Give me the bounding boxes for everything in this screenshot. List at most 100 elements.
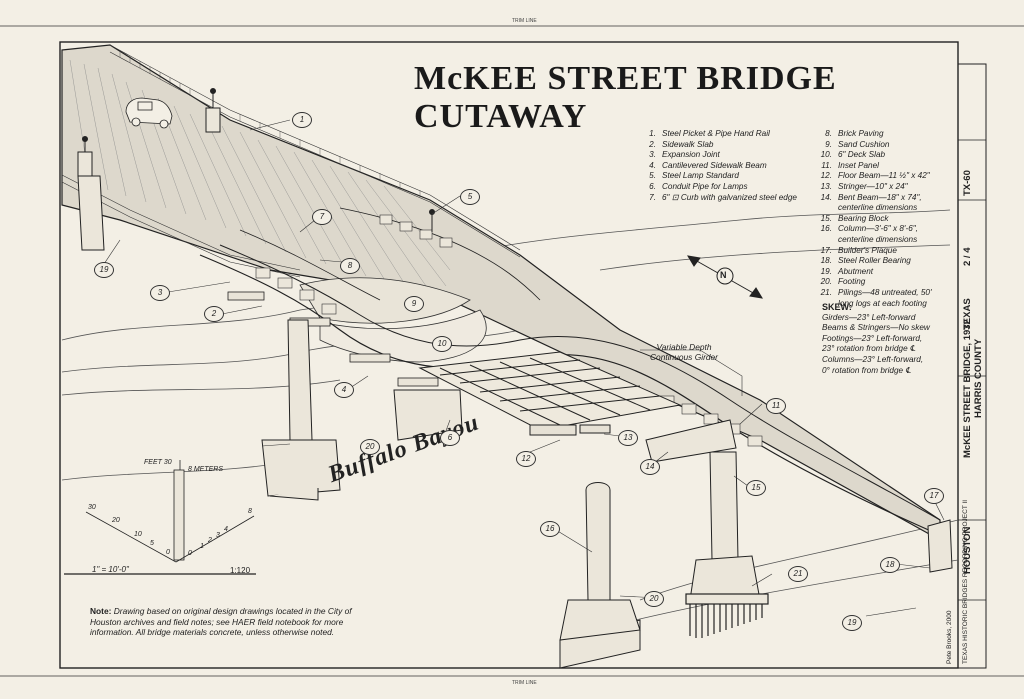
legend-text: Abutment bbox=[838, 266, 874, 276]
note-label: Note: bbox=[90, 606, 112, 616]
scale-tick: 2 bbox=[208, 537, 212, 544]
legend-number: 13. bbox=[820, 181, 832, 191]
legend-number: 14. bbox=[820, 192, 832, 202]
callout-18: 18 bbox=[880, 557, 900, 573]
legend-item: 3.Expansion Joint bbox=[640, 150, 797, 161]
lamp-standards bbox=[77, 88, 435, 232]
legend-number: 5. bbox=[649, 171, 656, 181]
scale-tick: 8 bbox=[248, 508, 252, 515]
skew-line: 0° rotation from bridge ℄ bbox=[822, 365, 911, 375]
callout-7: 7 bbox=[312, 209, 332, 225]
legend-number: 20. bbox=[820, 277, 832, 287]
legend-text: Steel Lamp Standard bbox=[662, 171, 739, 181]
legend-item: 21. Pilings—48 untreated, 50' bbox=[816, 288, 932, 299]
drawing-title: McKEE STREET BRIDGE CUTAWAY bbox=[414, 60, 837, 135]
legend-text: 6" Deck Slab bbox=[838, 150, 886, 160]
callout-17: 17 bbox=[924, 488, 944, 504]
legend-item: 17.Builder's Plaque bbox=[816, 246, 932, 257]
legend-number: 19. bbox=[820, 266, 832, 276]
title-block-frame bbox=[957, 63, 987, 669]
legend-number: 16. bbox=[820, 224, 832, 234]
tb-program: TEXAS HISTORIC BRIDGES RECORDING PROJECT… bbox=[962, 499, 969, 664]
legend-number: 17. bbox=[820, 245, 832, 255]
legend-item: 11. Inset Panel bbox=[816, 161, 932, 172]
callout-6: 6 bbox=[440, 430, 460, 446]
legend-number: 12. bbox=[820, 171, 832, 181]
legend-number: 10. bbox=[820, 150, 832, 160]
callout-20b: 20 bbox=[360, 439, 380, 455]
legend-text: Steel Picket & Pipe Hand Rail bbox=[662, 129, 770, 138]
legend-item: 20. Footing bbox=[816, 277, 932, 288]
skew-line: 23° rotation from bridge ℄ bbox=[822, 344, 916, 354]
scale-tick: 0 bbox=[166, 549, 170, 556]
legend-text: Inset Panel bbox=[838, 160, 879, 170]
legend-text: Stringer—10" x 24" bbox=[838, 181, 908, 191]
legend-text: Pilings—48 untreated, 50' bbox=[838, 287, 932, 297]
legend-number: 21. bbox=[820, 287, 832, 297]
sand-cushion bbox=[299, 277, 471, 324]
scale-tick: 1 bbox=[200, 543, 204, 550]
legend-number: 4. bbox=[649, 160, 656, 170]
legend-number: 15. bbox=[820, 213, 832, 223]
drawing-note: Note: Drawing based on original design d… bbox=[90, 606, 380, 638]
legend-text: Steel Roller Bearing bbox=[838, 256, 911, 266]
trim-line-bottom: TRIM LINE bbox=[512, 680, 537, 686]
girder-label-line: Continuous Girder bbox=[650, 352, 718, 362]
tb-number: TX-60 bbox=[962, 170, 973, 196]
scale-ratio-number: 1:120 bbox=[230, 566, 251, 575]
legend-text: 6" ⊡ Curb with galvanized steel edge bbox=[662, 192, 797, 202]
callout-13: 13 bbox=[618, 430, 638, 446]
legend-number: 11. bbox=[821, 160, 832, 170]
callout-8: 8 bbox=[340, 258, 360, 274]
callout-1: 1 bbox=[292, 112, 312, 128]
legend-text: long logs at each footing bbox=[838, 298, 927, 308]
scale-meters-label: 8 METERS bbox=[188, 466, 224, 473]
legend-text: centerline dimensions bbox=[838, 234, 918, 244]
legend-number: 9. bbox=[825, 139, 832, 149]
tb-sheet-num: 2 bbox=[962, 260, 973, 266]
tb-county: HARRIS COUNTY bbox=[973, 338, 984, 418]
callout-9: 9 bbox=[404, 296, 424, 312]
legend-number bbox=[816, 203, 832, 214]
skew-line: Girders—23° Left-forward bbox=[822, 312, 916, 322]
legend-text: Footing bbox=[838, 277, 866, 287]
vintage-car bbox=[125, 97, 173, 129]
legend-item: 9.Sand Cushion bbox=[816, 140, 932, 151]
callout-15: 15 bbox=[746, 480, 766, 496]
legend-item: 16.Column—3'-6" x 8'-6", bbox=[816, 224, 932, 235]
legend-item: 15. Bearing Block bbox=[816, 214, 932, 225]
scale-tick: 20 bbox=[112, 517, 120, 524]
callout-11: 11 bbox=[766, 398, 786, 414]
note-text: Drawing based on original design drawing… bbox=[90, 606, 352, 638]
legend-text: Brick Paving bbox=[838, 129, 884, 138]
girder-label-line: Variable Depth bbox=[656, 342, 712, 352]
callout-10: 10 bbox=[432, 336, 452, 352]
legend-item: centerline dimensions bbox=[816, 235, 932, 246]
scale-tick: 30 bbox=[88, 504, 96, 511]
legend-text: Bearing Block bbox=[838, 213, 889, 223]
pilings bbox=[685, 593, 769, 638]
legend-item: 7.6" ⊡ Curb with galvanized steel edge bbox=[640, 193, 797, 204]
callout-19: 19 bbox=[842, 615, 862, 631]
legend-number: 3. bbox=[649, 150, 656, 160]
callout-20: 20 bbox=[644, 591, 664, 607]
scale-tick: 5 bbox=[150, 540, 154, 547]
tb-sheet-of: 4 bbox=[962, 247, 973, 253]
legend-item: 13. Stringer—10" x 24" bbox=[816, 182, 932, 193]
legend-item: 2.Sidewalk Slab bbox=[640, 140, 797, 151]
column-16 bbox=[585, 482, 611, 601]
callout-21: 21 bbox=[788, 566, 808, 582]
callout-16: 16 bbox=[540, 521, 560, 537]
legend-item: 6.Conduit Pipe for Lamps bbox=[640, 182, 797, 193]
skew-line: Columns—23° Left-forward, bbox=[822, 354, 924, 364]
legend-number: 6. bbox=[649, 181, 656, 191]
floor-beam-grid bbox=[418, 351, 682, 436]
legend-item: 8.Brick Paving bbox=[816, 129, 932, 140]
callout-12: 12 bbox=[516, 451, 536, 467]
legend-item: 5. Steel Lamp Standard bbox=[640, 171, 797, 182]
callout-5: 5 bbox=[460, 189, 480, 205]
callout-3: 3 bbox=[150, 285, 170, 301]
legend-item: 14.Bent Beam—18" x 74", bbox=[816, 193, 932, 204]
